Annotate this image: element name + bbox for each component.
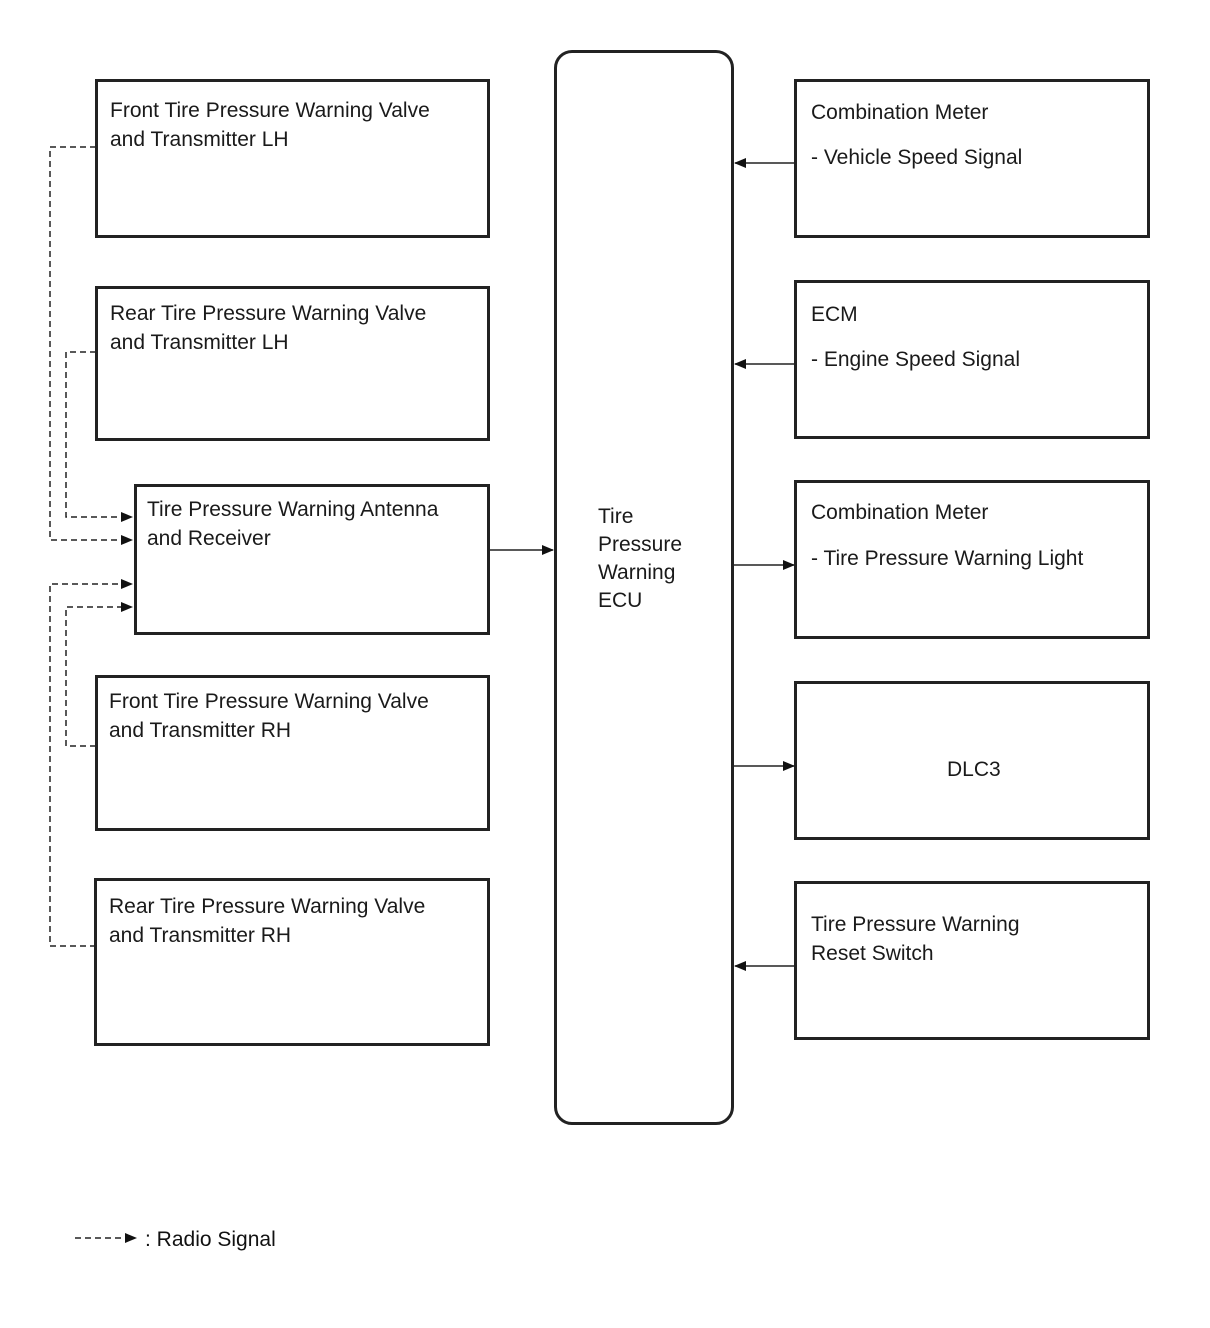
ecu-line1: Tire xyxy=(598,505,634,528)
radio-path-front-rh xyxy=(65,606,122,747)
combination-meter-speed-box: Combination Meter - Vehicle Speed Signal xyxy=(794,79,1150,238)
rear-rh-line1: Rear Tire Pressure Warning Valve xyxy=(109,895,426,918)
radio-arrow-rear-lh xyxy=(121,512,133,522)
antenna-label: Tire Pressure Warning Antenna and Receiv… xyxy=(147,495,438,553)
rear-lh-label: Rear Tire Pressure Warning Valve and Tra… xyxy=(110,299,426,357)
legend-arrow xyxy=(125,1233,137,1243)
front-lh-label: Front Tire Pressure Warning Valve and Tr… xyxy=(110,96,430,154)
tire-pressure-warning-ecu-box: Tire Pressure Warning ECU xyxy=(554,50,734,1125)
front-rh-line2: and Transmitter RH xyxy=(109,719,292,742)
antenna-receiver-box: Tire Pressure Warning Antenna and Receiv… xyxy=(134,484,490,635)
antenna-line1: Tire Pressure Warning Antenna xyxy=(147,498,439,521)
front-lh-line1: Front Tire Pressure Warning Valve xyxy=(110,99,430,122)
radio-arrow-front-lh xyxy=(121,535,133,545)
engine-speed-signal: - Engine Speed Signal xyxy=(811,348,1020,371)
front-rh-transmitter-box: Front Tire Pressure Warning Valve and Tr… xyxy=(95,675,490,831)
vehicle-speed-signal: - Vehicle Speed Signal xyxy=(811,146,1023,169)
dlc3-box: DLC3 xyxy=(794,681,1150,840)
front-rh-line1: Front Tire Pressure Warning Valve xyxy=(109,690,429,713)
ecm-title: ECM xyxy=(811,303,858,326)
legend-radio-signal-label: : Radio Signal xyxy=(145,1228,276,1251)
rear-rh-line2: and Transmitter RH xyxy=(109,924,292,947)
meter-light-title: Combination Meter xyxy=(811,501,989,524)
ecu-label: Tire Pressure Warning ECU xyxy=(598,503,682,615)
radio-path-rear-lh xyxy=(65,351,122,518)
radio-path-front-lh xyxy=(49,146,122,541)
antenna-line2: and Receiver xyxy=(147,527,271,550)
dlc3-title: DLC3 xyxy=(947,758,1001,781)
front-lh-line2: and Transmitter LH xyxy=(110,128,289,151)
ecu-line2: Pressure xyxy=(598,533,683,556)
warning-light-signal: - Tire Pressure Warning Light xyxy=(811,547,1084,570)
meter-speed-title: Combination Meter xyxy=(811,101,989,124)
rear-lh-transmitter-box: Rear Tire Pressure Warning Valve and Tra… xyxy=(95,286,490,441)
front-lh-transmitter-box: Front Tire Pressure Warning Valve and Tr… xyxy=(95,79,490,238)
combination-meter-light-box: Combination Meter - Tire Pressure Warnin… xyxy=(794,480,1150,639)
ecm-box: ECM - Engine Speed Signal xyxy=(794,280,1150,439)
reset-switch-line2: Reset Switch xyxy=(811,942,934,965)
reset-switch-box: Tire Pressure Warning Reset Switch xyxy=(794,881,1150,1040)
rear-rh-label: Rear Tire Pressure Warning Valve and Tra… xyxy=(109,892,425,950)
rear-lh-line2: and Transmitter LH xyxy=(110,331,289,354)
reset-switch-label: Tire Pressure Warning Reset Switch xyxy=(811,910,1020,968)
ecu-line4: ECU xyxy=(598,589,643,612)
radio-arrow-rear-rh xyxy=(121,579,133,589)
rear-lh-line1: Rear Tire Pressure Warning Valve xyxy=(110,302,427,325)
radio-path-rear-rh xyxy=(49,583,122,947)
reset-switch-line1: Tire Pressure Warning xyxy=(811,913,1020,936)
ecu-line3: Warning xyxy=(598,561,676,584)
radio-arrow-front-rh xyxy=(121,602,133,612)
rear-rh-transmitter-box: Rear Tire Pressure Warning Valve and Tra… xyxy=(94,878,490,1046)
front-rh-label: Front Tire Pressure Warning Valve and Tr… xyxy=(109,687,429,745)
